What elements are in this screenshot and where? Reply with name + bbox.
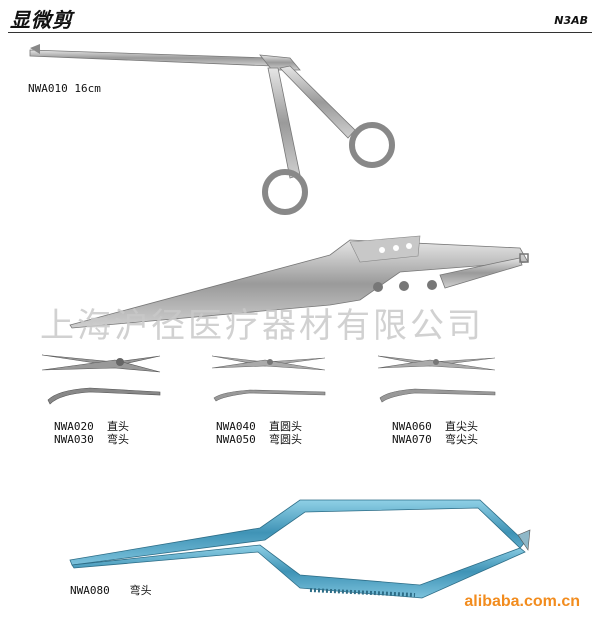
catalog-code: N3AB (554, 14, 588, 27)
scissors-nwa010-image (29, 44, 395, 215)
scissors-long-angled-image (69, 235, 529, 329)
scissors-nwa040-050-image (211, 355, 326, 402)
label-nwa010: NWA010 16cm (28, 82, 101, 95)
scissors-nwa020-030-image (41, 354, 161, 405)
page-title: 显微剪 (10, 8, 73, 32)
label-nwa020-030: NWA020 直头 NWA030 弯头 (54, 420, 129, 446)
label-nwa040-050: NWA040 直圆头 NWA050 弯圆头 (216, 420, 302, 446)
header-divider (8, 32, 592, 33)
scissors-nwa060-070-image (377, 355, 496, 403)
label-nwa060-070: NWA060 直尖头 NWA070 弯尖头 (392, 420, 478, 446)
alibaba-watermark: alibaba.com.cn (464, 593, 580, 610)
watermark-text: 上海沪径医疗器材有限公司 (40, 306, 484, 346)
label-nwa080: NWA080 弯头 (70, 584, 152, 597)
scissors-nwa080-image (69, 499, 531, 599)
